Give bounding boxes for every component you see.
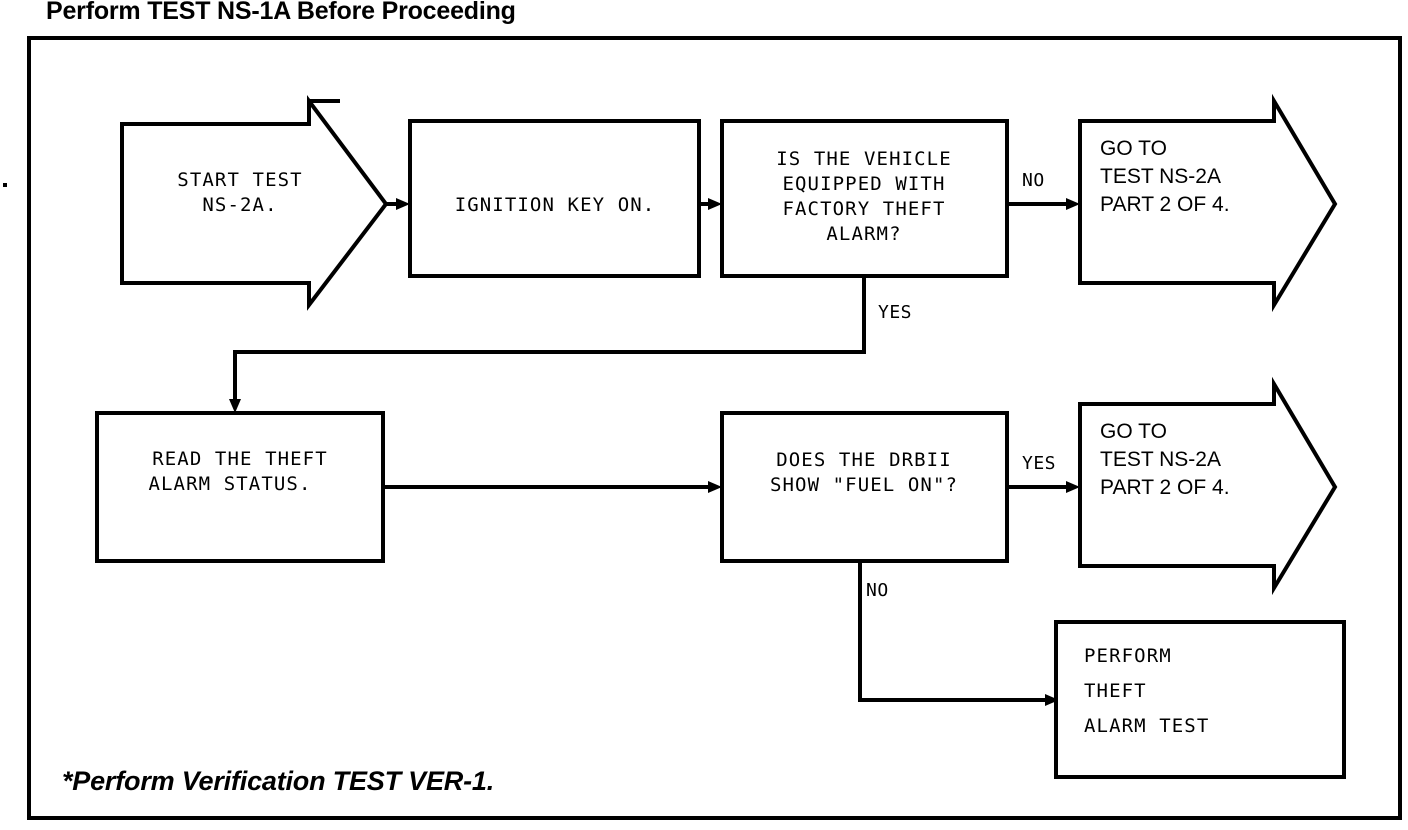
node-start-line-0: START TEST — [177, 169, 302, 191]
footer-note: *Perform Verification TEST VER-1. — [62, 766, 495, 796]
node-theft-alarm-question-shape — [720, 119, 1009, 278]
page-title: Perform TEST NS-1A Before Proceeding — [46, 0, 516, 25]
edge-ignition-to-question-arrowhead — [708, 198, 722, 210]
node-read-theft-status-line-0: READ THE THEFT — [152, 448, 328, 470]
edge-question-yes — [233, 276, 866, 405]
node-drbii-question-line-0: DOES THE DRBII — [776, 449, 952, 471]
edge-drbii-no-label: NO — [866, 580, 889, 601]
edge-drbii-no — [858, 561, 1051, 702]
node-drbii-question-shape — [720, 411, 1009, 563]
node-theft-alarm-question-line-2: FACTORY THEFT — [782, 198, 945, 220]
node-goto-top-shape — [1078, 93, 1338, 313]
registration-mark — [3, 183, 7, 187]
node-ignition-shape — [408, 119, 701, 278]
node-start-line-1: NS-2A. — [202, 194, 277, 216]
edge-question-no-arrowhead — [1066, 198, 1080, 210]
edge-drbii-yes-arrowhead — [1066, 481, 1080, 493]
edge-start-to-ignition-arrowhead — [396, 198, 410, 210]
edge-question-yes-arrowhead — [229, 399, 241, 413]
edge-read-to-drbii-arrowhead — [708, 481, 722, 493]
node-drbii-question-line-1: SHOW "FUEL ON"? — [770, 474, 958, 496]
node-goto-bottom-line-0: GO TO — [1100, 420, 1167, 443]
node-theft-alarm-question-line-0: IS THE VEHICLE — [776, 148, 952, 170]
node-goto-top-line-2: PART 2 OF 4. — [1100, 193, 1230, 216]
node-goto-bottom-line-2: PART 2 OF 4. — [1100, 476, 1230, 499]
node-goto-bottom-line-1: TEST NS-2A — [1100, 448, 1221, 471]
node-goto-bottom-shape — [1078, 376, 1338, 596]
edge-question-yes-label: YES — [878, 302, 912, 323]
node-perform-theft-alarm-test-line-1: THEFT — [1084, 680, 1147, 702]
node-theft-alarm-question-line-3: ALARM? — [826, 223, 901, 245]
edge-drbii-yes-label: YES — [1022, 453, 1056, 474]
node-perform-theft-alarm-test-line-2: ALARM TEST — [1084, 715, 1209, 737]
node-ignition-line-0: IGNITION KEY ON. — [455, 194, 656, 216]
node-read-theft-status-shape — [95, 411, 385, 563]
node-goto-top-line-1: TEST NS-2A — [1100, 165, 1221, 188]
node-read-theft-status-line-1: ALARM STATUS. — [148, 473, 311, 495]
edge-question-no-label: NO — [1022, 170, 1045, 191]
edge-drbii-no-arrowhead — [1045, 694, 1059, 706]
node-start-arrow — [120, 94, 389, 311]
node-perform-theft-alarm-test-shape — [1054, 620, 1346, 779]
node-perform-theft-alarm-test-line-0: PERFORM — [1084, 645, 1172, 667]
node-goto-top-line-0: GO TO — [1100, 137, 1167, 160]
node-theft-alarm-question-line-1: EQUIPPED WITH — [782, 173, 945, 195]
